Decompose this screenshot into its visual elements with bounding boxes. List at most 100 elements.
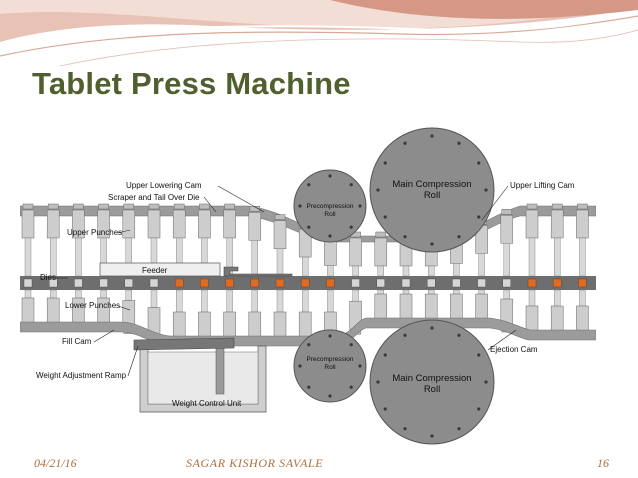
- roll-bolt: [477, 215, 481, 219]
- main-compression-roll-upper: Main Compression Roll: [369, 127, 495, 253]
- svg-text:Precompression: Precompression: [307, 356, 354, 363]
- upper-punch: [248, 206, 262, 277]
- roll-bolt: [298, 364, 302, 368]
- die-cavity: [49, 278, 58, 288]
- roll-bolt: [328, 394, 332, 398]
- svg-text:Roll: Roll: [324, 211, 336, 218]
- roll-bolt: [403, 333, 407, 337]
- lower-punches-label: Lower Punches: [65, 301, 120, 310]
- lower-punches: [21, 289, 589, 346]
- main-compression-roll-lower: Main Compression Roll: [369, 319, 495, 445]
- feeder-label: Feeder: [142, 266, 168, 275]
- die-cavity: [376, 278, 385, 288]
- roll-bolt: [298, 204, 302, 208]
- roll-bolt: [349, 343, 353, 347]
- upper-lowering-cam-label: Upper Lowering Cam: [126, 181, 202, 190]
- roll-bolt: [358, 364, 362, 368]
- upper-punches-label: Upper Punches: [67, 228, 122, 237]
- roll-bolt: [328, 334, 332, 338]
- footer-date: 04/21/16: [34, 456, 77, 470]
- die-cavity: [23, 278, 33, 288]
- die-cavity: [326, 278, 335, 288]
- roll-bolt: [328, 174, 332, 178]
- fill-cam-label: Fill Cam: [62, 337, 92, 346]
- upper-punch: [273, 214, 287, 277]
- die-cavity: [578, 278, 587, 288]
- die-cavity: [99, 278, 108, 288]
- die-cavity: [74, 278, 83, 288]
- roll-bolt: [403, 141, 407, 145]
- scraper-label: Scraper and Tail Over Die: [108, 193, 200, 202]
- weight-adjustment-ramp-label: Weight Adjustment Ramp: [36, 371, 127, 380]
- footer-author: SAGAR KISHOR SAVALE: [186, 456, 324, 470]
- upper-punch: [223, 203, 236, 277]
- header-swoosh-decoration: [0, 0, 638, 67]
- leader-lines: [56, 185, 517, 377]
- roll-bolt: [457, 427, 461, 431]
- roll-bolt: [457, 235, 461, 239]
- roll-bolt: [307, 183, 311, 187]
- weight-adjustment-rod: [215, 347, 225, 395]
- die-cavity: [401, 278, 411, 288]
- roll-bolt: [358, 204, 362, 208]
- die-cavity: [149, 278, 159, 288]
- roll-bolt: [307, 343, 311, 347]
- roll-bolt: [383, 161, 387, 165]
- die-cavity: [301, 278, 310, 288]
- roll-bolt: [403, 235, 407, 239]
- svg-text:Roll: Roll: [424, 384, 440, 395]
- roll-bolt: [477, 353, 481, 357]
- upper-punch: [550, 203, 564, 277]
- footer-page-number: 16: [597, 456, 609, 470]
- tablet-press-diagram: Feeder Weight Control Unit Precompressio…: [20, 120, 596, 450]
- roll-bolt: [349, 183, 353, 187]
- die-cavity: [502, 278, 511, 288]
- roll-bolt: [383, 407, 387, 411]
- ejection-cam-label: Ejection Cam: [490, 345, 538, 354]
- die-cavity: [275, 278, 285, 288]
- svg-text:Precompression: Precompression: [307, 203, 354, 210]
- upper-punch: [500, 209, 514, 277]
- die-granules: [23, 278, 587, 288]
- roll-bolt: [307, 385, 311, 389]
- roll-bolt: [457, 141, 461, 145]
- roll-bolt: [430, 242, 434, 246]
- upper-punch: [172, 203, 186, 277]
- roll-bolt: [484, 188, 488, 192]
- die-cavity: [250, 278, 260, 288]
- upper-lifting-cam-label: Upper Lifting Cam: [510, 181, 575, 190]
- die-cavity: [225, 278, 234, 288]
- roll-bolt: [376, 188, 380, 192]
- precompression-roll-upper: Precompression Roll: [293, 169, 367, 243]
- roll-bolt: [403, 427, 407, 431]
- die-cavity: [477, 278, 486, 288]
- roll-bolt: [376, 380, 380, 384]
- roll-bolts: [298, 134, 488, 438]
- svg-text:Main Compression: Main Compression: [392, 373, 471, 384]
- roll-bolt: [307, 225, 311, 229]
- die-cavity: [427, 278, 436, 288]
- die-cavity: [200, 278, 209, 288]
- upper-punches: [21, 203, 589, 277]
- die-cavity: [527, 278, 537, 288]
- roll-bolt: [457, 333, 461, 337]
- slide-title: Tablet Press Machine: [32, 66, 351, 101]
- dies-label: Dies: [40, 273, 56, 282]
- upper-punch: [525, 203, 539, 277]
- roll-bolt: [349, 385, 353, 389]
- svg-text:Roll: Roll: [424, 190, 440, 201]
- feeder: [99, 262, 221, 277]
- roll-bolt: [430, 326, 434, 330]
- roll-bolt: [484, 380, 488, 384]
- roll-bolt: [349, 225, 353, 229]
- upper-punch: [147, 203, 161, 277]
- die-cavity: [351, 278, 360, 288]
- roll-bolt: [328, 234, 332, 238]
- die-cavity: [174, 278, 184, 288]
- roll-bolt: [383, 215, 387, 219]
- die-cavity: [452, 278, 461, 288]
- roll-bolt: [477, 407, 481, 411]
- upper-punch: [374, 231, 388, 277]
- die-cavity: [124, 278, 134, 288]
- svg-text:Roll: Roll: [324, 364, 336, 371]
